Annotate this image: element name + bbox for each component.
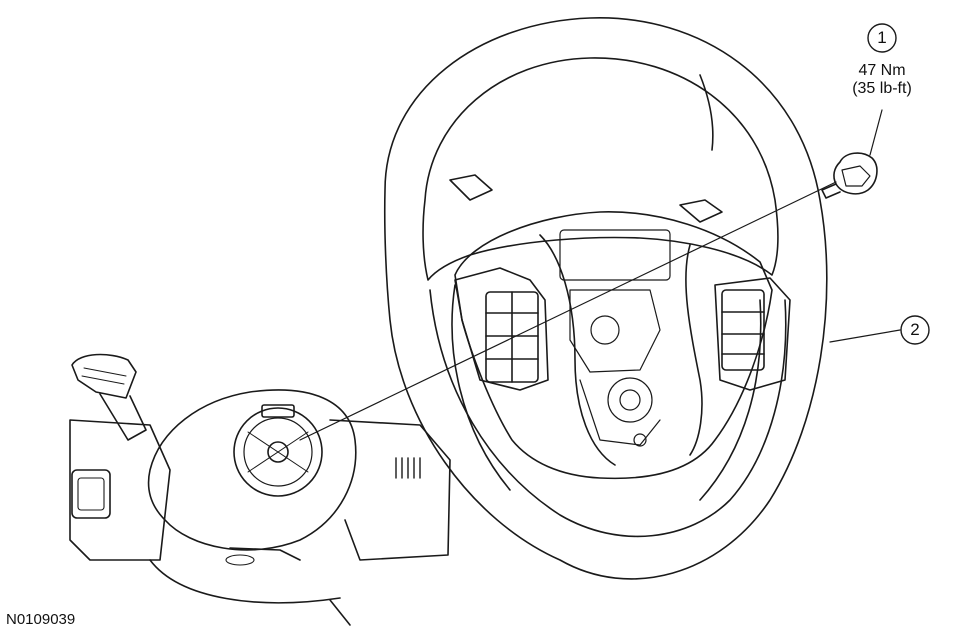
callout-1-number: 1 <box>877 28 887 47</box>
column-shroud <box>147 389 357 551</box>
callout-2-circle <box>900 315 930 345</box>
steering-wheel <box>383 17 828 580</box>
left-switch-pad <box>485 291 539 383</box>
callout-1-torque-lbft: (35 lb-ft) <box>852 80 912 97</box>
clockspring <box>233 404 323 497</box>
right-switch-pad <box>721 289 765 371</box>
ignition-bezel <box>71 469 111 519</box>
callout-1-circle <box>867 23 897 53</box>
figure-id: N0109039 <box>6 611 76 628</box>
leader-lines <box>299 109 901 441</box>
turn-signal-stalk <box>71 353 137 399</box>
bolt <box>821 152 878 199</box>
callout-2-number: 2 <box>910 320 920 339</box>
callout-1-torque-nm: 47 Nm <box>858 62 906 79</box>
wheel-rim-outer <box>383 17 828 580</box>
wheel-rim-inner <box>422 57 779 281</box>
steering-column-assembly <box>69 353 451 626</box>
wheel-center-housing <box>454 211 773 480</box>
hub-mechanism <box>559 229 671 447</box>
vent-grille <box>395 457 421 479</box>
